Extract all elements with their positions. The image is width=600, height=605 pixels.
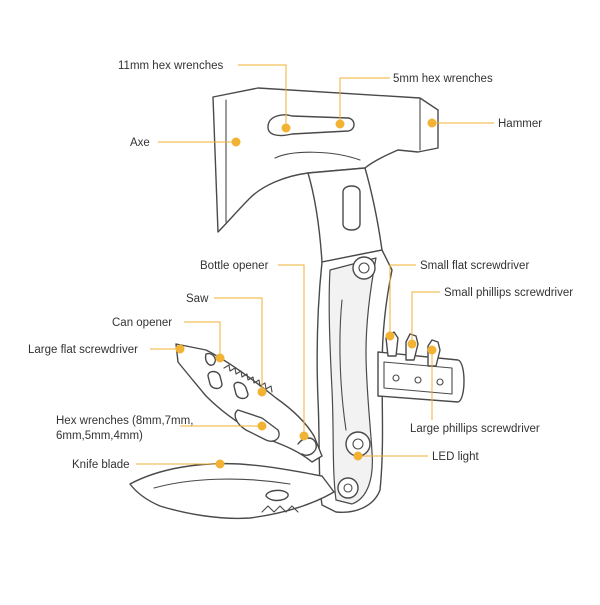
label-large-flat: Large flat screwdriver bbox=[28, 344, 138, 356]
dot-saw bbox=[258, 388, 266, 396]
label-large-phillips: Large phillips screwdriver bbox=[410, 423, 540, 435]
handle-oval-slot bbox=[343, 186, 360, 230]
bottom-rivet bbox=[338, 478, 358, 498]
label-small-phillips: Small phillips screwdriver bbox=[444, 287, 573, 299]
label-can-opener: Can opener bbox=[112, 317, 172, 329]
knife-blade bbox=[130, 464, 334, 519]
bit-holder bbox=[378, 352, 464, 402]
dot-axe bbox=[232, 138, 240, 146]
dot-knife-blade bbox=[216, 460, 224, 468]
label-hex-multi-line2: 6mm,5mm,4mm) bbox=[56, 430, 143, 442]
label-led-light: LED light bbox=[432, 451, 479, 463]
dot-small-phillips bbox=[408, 340, 416, 348]
label-axe: Axe bbox=[130, 137, 150, 149]
dot-small-flat bbox=[386, 332, 394, 340]
label-bottle-opener: Bottle opener bbox=[200, 260, 269, 272]
label-small-flat: Small flat screwdriver bbox=[420, 260, 529, 272]
label-hammer: Hammer bbox=[498, 118, 542, 130]
top-rivet bbox=[353, 257, 375, 279]
label-hex-11mm: 11mm hex wrenches bbox=[118, 60, 223, 72]
label-hex-5mm: 5mm hex wrenches bbox=[393, 73, 493, 85]
dot-large-flat bbox=[176, 345, 184, 353]
knife-thumb-hole bbox=[266, 490, 288, 500]
label-saw: Saw bbox=[186, 293, 209, 305]
dot-hammer bbox=[428, 119, 436, 127]
dot-hex-5mm bbox=[336, 120, 344, 128]
label-hex-multi-line1: Hex wrenches (8mm,7mm, bbox=[56, 415, 193, 427]
dot-led-light bbox=[354, 452, 362, 460]
can-opener-notch bbox=[206, 354, 216, 366]
dot-hex-11mm bbox=[282, 124, 290, 132]
dot-can-opener bbox=[216, 354, 224, 362]
dot-hex-multi bbox=[258, 422, 266, 430]
label-knife-blade: Knife blade bbox=[72, 459, 130, 471]
multitool-illustration bbox=[130, 88, 464, 518]
dot-bottle-opener bbox=[300, 432, 308, 440]
dot-large-phillips bbox=[428, 346, 436, 354]
